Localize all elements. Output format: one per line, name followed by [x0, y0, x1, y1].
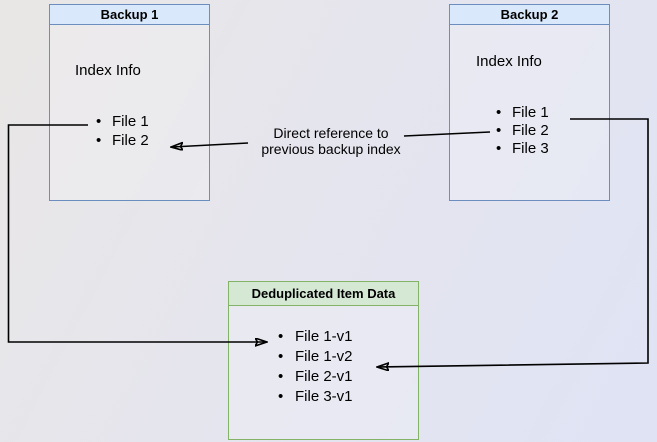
- backup2-header: Backup 2: [450, 5, 609, 25]
- list-item: File 1: [450, 104, 609, 122]
- list-item: File 1: [50, 112, 209, 131]
- list-item: File 1-v2: [229, 347, 418, 367]
- list-item: File 2-v1: [229, 367, 418, 387]
- backup1-header: Backup 1: [50, 5, 209, 25]
- list-item: File 2: [50, 131, 209, 150]
- dedup-header: Deduplicated Item Data: [229, 282, 418, 306]
- list-item: File 3-v1: [229, 387, 418, 407]
- list-item: File 3: [450, 140, 609, 158]
- backup1-title: Backup 1: [100, 7, 159, 22]
- direct-reference-label-line1: Direct reference to: [273, 125, 389, 141]
- direct-reference-label-line2: previous backup index: [261, 141, 401, 157]
- dedup-title: Deduplicated Item Data: [251, 286, 396, 301]
- dedup-file-list: File 1-v1 File 1-v2 File 2-v1 File 3-v1: [229, 327, 418, 407]
- backup1-box: Backup 1 Index Info File 1 File 2: [49, 4, 210, 201]
- backup1-file-list: File 1 File 2: [50, 112, 209, 150]
- backup2-file-list: File 1 File 2 File 3: [450, 104, 609, 158]
- list-item: File 2: [450, 122, 609, 140]
- backup2-title: Backup 2: [500, 7, 559, 22]
- backup2-index-info-label: Index Info: [476, 53, 542, 70]
- direct-reference-label: Direct reference to previous backup inde…: [261, 125, 400, 157]
- dedup-box: Deduplicated Item Data File 1-v1 File 1-…: [228, 281, 419, 440]
- backup1-index-info-label: Index Info: [75, 62, 141, 79]
- list-item: File 1-v1: [229, 327, 418, 347]
- backup2-box: Backup 2 Index Info File 1 File 2 File 3: [449, 4, 610, 201]
